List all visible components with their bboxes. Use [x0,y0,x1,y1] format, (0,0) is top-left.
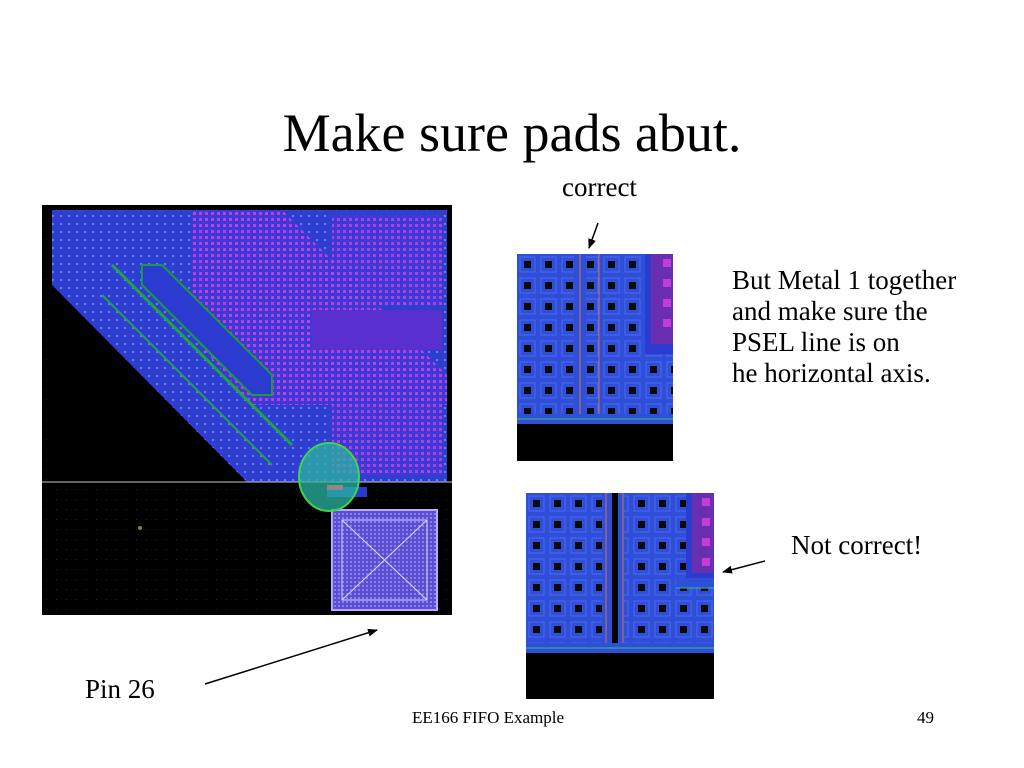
note-line: PSEL line is on [732,327,900,357]
layout-zoom-correct-image [517,254,673,461]
note-line: he horizontal axis. [732,358,931,388]
note-line: But Metal 1 together [732,265,957,295]
layout-zoom-incorrect-image [526,493,714,699]
label-not-correct: Not correct! [791,530,923,560]
arrow-not-correct [722,560,766,574]
note-text: But Metal 1 together and make sure the P… [732,265,956,389]
note-line: and make sure the [732,296,928,326]
page-number: 49 [917,708,934,727]
arrow-correct [588,222,599,249]
footer-text: EE166 FIFO Example [412,708,565,727]
arrow-pin [204,628,378,685]
label-pin: Pin 26 [85,674,155,704]
slide-title: Make sure pads abut. [282,103,742,163]
label-correct: correct [562,172,637,202]
layout-main-image [42,205,452,615]
